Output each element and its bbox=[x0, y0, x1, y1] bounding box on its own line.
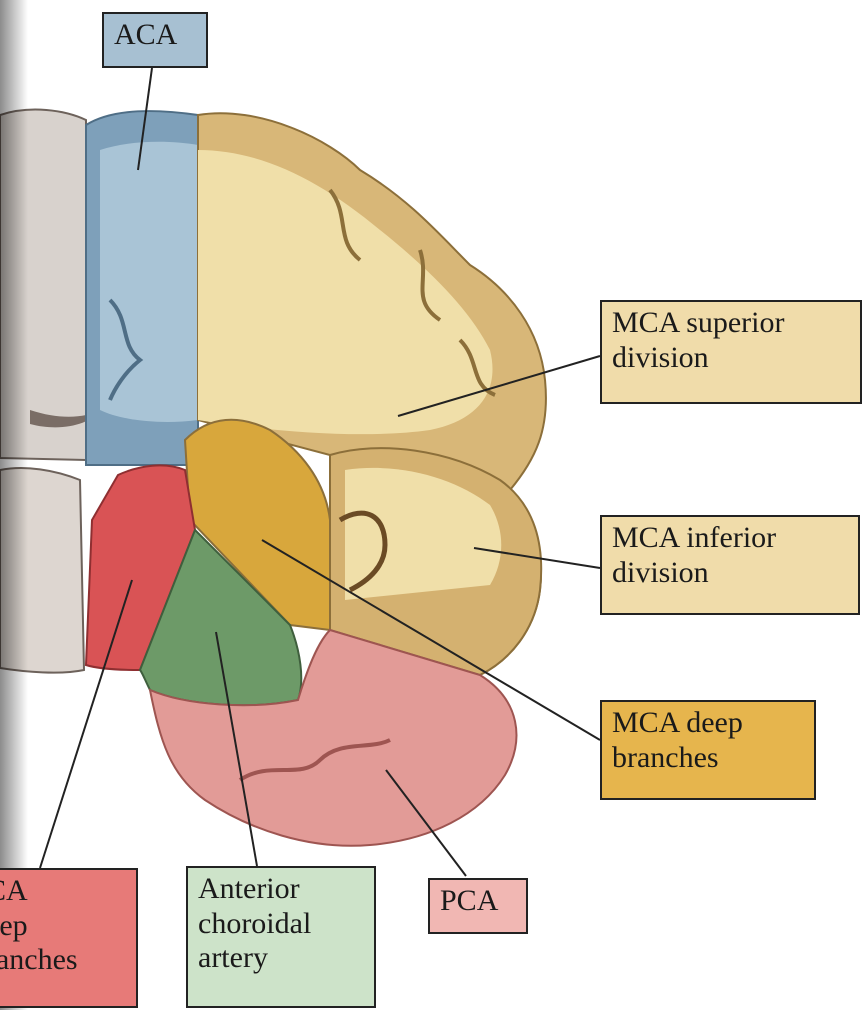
label-pca: PCA bbox=[428, 878, 528, 934]
label-aca: ACA bbox=[102, 12, 208, 68]
label-mca-superior-division: MCA superior division bbox=[600, 300, 862, 404]
aca-white-matter bbox=[100, 142, 198, 422]
label-mca-deep-branches: MCA deep branches bbox=[600, 700, 816, 800]
label-lenticulostriate: CA eep ranches bbox=[0, 868, 138, 1008]
aca-territory bbox=[86, 111, 198, 465]
left-hemisphere-upper bbox=[0, 110, 86, 460]
label-mca-inferior-division: MCA inferior division bbox=[600, 515, 860, 615]
left-hemisphere-lower bbox=[0, 468, 84, 673]
label-anterior-choroidal-artery: Anterior choroidal artery bbox=[186, 866, 376, 1008]
